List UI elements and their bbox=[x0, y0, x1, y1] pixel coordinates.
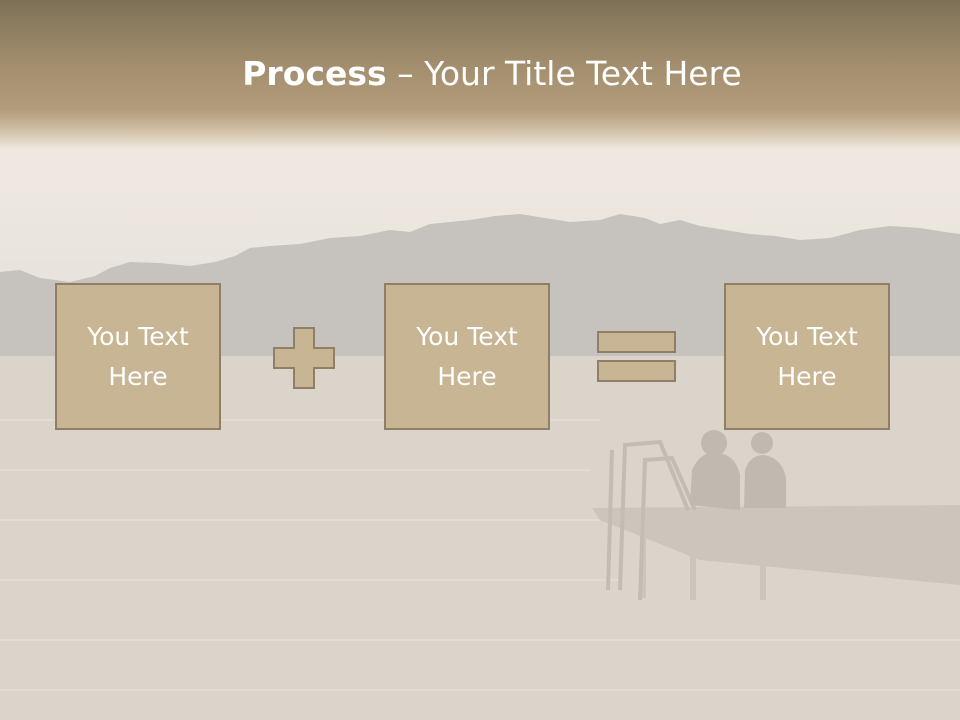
slide-title: Process – Your Title Text Here bbox=[0, 54, 960, 93]
plus-icon bbox=[273, 327, 335, 389]
title-rest: – Your Title Text Here bbox=[386, 54, 742, 93]
header-band bbox=[0, 0, 960, 150]
text-box-1[interactable]: You Text Here bbox=[55, 283, 221, 430]
people-silhouettes bbox=[690, 430, 786, 510]
text-box-3[interactable]: You Text Here bbox=[724, 283, 890, 430]
title-bold: Process bbox=[242, 54, 387, 93]
text-box-1-label: You Text Here bbox=[87, 321, 189, 391]
text-box-3-label: You Text Here bbox=[756, 321, 858, 391]
text-box-2-label: You Text Here bbox=[416, 321, 518, 391]
equals-icon bbox=[597, 331, 676, 382]
text-box-2[interactable]: You Text Here bbox=[384, 283, 550, 430]
ladder bbox=[606, 439, 697, 601]
